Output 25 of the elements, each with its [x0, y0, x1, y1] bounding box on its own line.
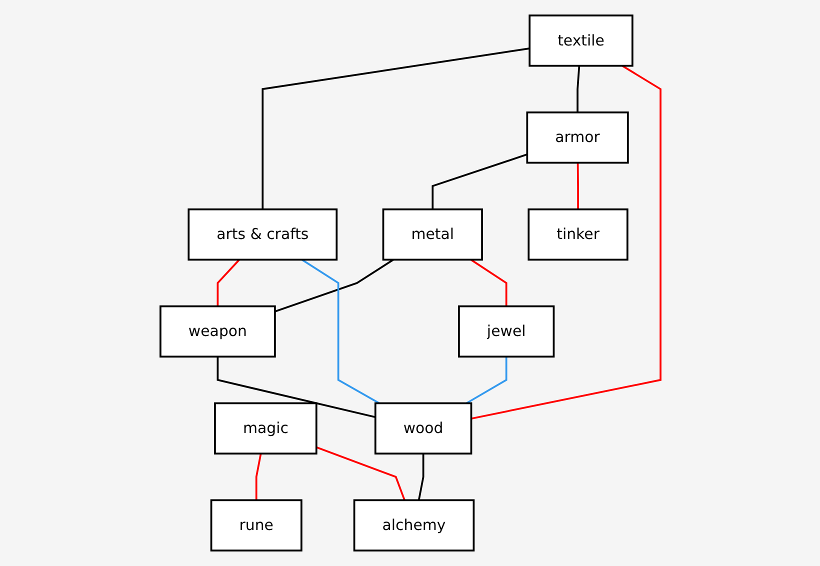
connector [254, 453, 262, 500]
connector [417, 454, 424, 500]
node-box: alchemy [352, 499, 474, 552]
connector [216, 356, 376, 418]
connector [576, 66, 580, 112]
connector [470, 65, 661, 420]
connector [261, 48, 530, 210]
connector [216, 259, 240, 306]
node-box: arts & crafts [187, 208, 338, 261]
node-box: armor [526, 111, 628, 164]
node-box: magic [214, 402, 317, 455]
connector [274, 258, 394, 312]
connector [465, 356, 507, 404]
node-box: textile [528, 14, 633, 67]
node-box: rune [210, 499, 302, 552]
node-box: jewel [458, 305, 554, 358]
connector [431, 154, 527, 210]
connector [316, 446, 405, 501]
node-box: wood [374, 402, 472, 455]
connector [576, 162, 578, 210]
connector [470, 258, 507, 306]
connector [300, 258, 380, 404]
node-box: weapon [159, 305, 276, 358]
node-box: tinker [527, 208, 628, 261]
node-box: metal [382, 208, 482, 261]
